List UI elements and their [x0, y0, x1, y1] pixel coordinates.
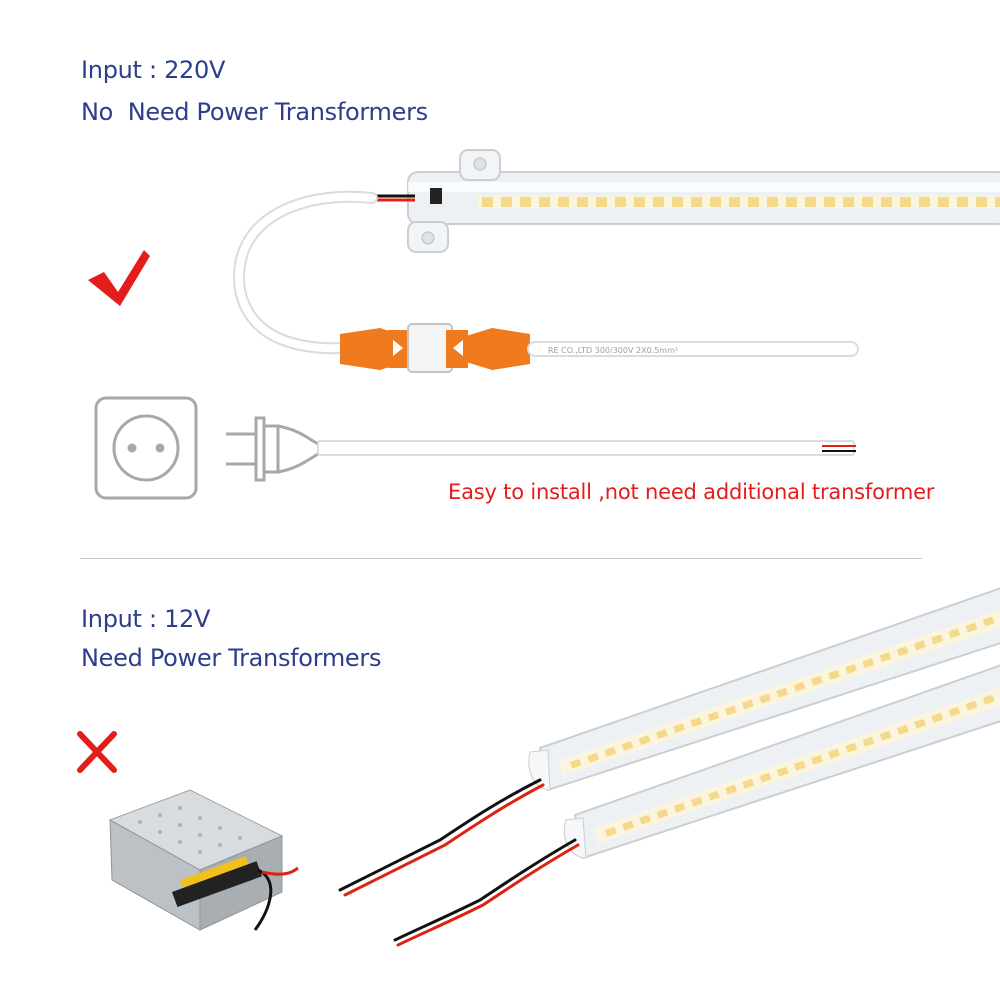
led-chip — [691, 197, 702, 207]
led-chip — [672, 197, 683, 207]
bottom-subtitle: Need Power Transformers — [81, 644, 382, 672]
install-note: Easy to install ,not need additional tra… — [448, 480, 935, 504]
led-chip — [622, 820, 634, 831]
cross-icon — [77, 731, 117, 773]
power-supply-icon — [108, 789, 299, 931]
led-chip — [957, 197, 968, 207]
led-chip — [914, 640, 926, 651]
led-chip — [690, 796, 703, 807]
led-chip — [596, 197, 607, 207]
led-bar-12v-lower — [563, 664, 1000, 860]
bottom-input-label: Input : 12V — [81, 605, 211, 633]
led-chip — [742, 699, 754, 710]
led-chip — [482, 197, 493, 207]
plug-icon — [226, 416, 321, 482]
led-chip — [948, 628, 961, 639]
led-chip — [919, 197, 930, 207]
led-chip — [725, 784, 737, 795]
led-chip — [976, 197, 987, 207]
led-chip — [776, 687, 789, 698]
led-chip — [811, 754, 823, 765]
led-chip — [896, 646, 909, 657]
led-chip — [845, 664, 857, 674]
led-chip — [982, 616, 995, 627]
led-chip — [539, 197, 550, 207]
top-subtitle: No Need Power Transformers — [81, 98, 428, 126]
led-chip — [577, 197, 588, 207]
led-chip — [879, 652, 892, 663]
led-chip — [673, 802, 686, 813]
led-chip — [982, 694, 995, 705]
top-input-label: Input : 220V — [81, 56, 226, 84]
led-chip — [707, 711, 720, 722]
wall-socket-icon — [94, 396, 198, 500]
led-chip — [634, 197, 645, 207]
led-chip — [742, 778, 755, 789]
led-chip — [938, 197, 949, 207]
led-chip — [759, 693, 771, 704]
led-chip — [605, 826, 617, 837]
led-chip — [965, 700, 978, 711]
led-chip — [914, 718, 926, 729]
led-chip — [759, 772, 772, 783]
led-chip — [881, 197, 892, 207]
led-chip — [621, 740, 634, 751]
led-chip — [710, 197, 721, 207]
led-chip — [615, 197, 626, 207]
led-chip — [690, 717, 703, 728]
led-chip — [793, 760, 806, 771]
led-bar-12v-illustration — [77, 587, 1000, 947]
led-chip — [845, 742, 858, 753]
led-chip — [570, 758, 582, 769]
led-chip — [639, 814, 652, 825]
led-chip — [656, 729, 668, 740]
led-chip — [724, 705, 737, 716]
led-chip — [776, 766, 789, 777]
led-chip — [810, 675, 823, 686]
led-chip — [558, 197, 569, 207]
led-chip — [793, 681, 806, 692]
led-chip — [638, 735, 651, 745]
led-chip — [900, 197, 911, 207]
led-chip — [843, 197, 854, 207]
led-chip — [931, 712, 944, 723]
led-chip — [824, 197, 835, 207]
led-chip — [862, 197, 873, 207]
led-chip — [673, 723, 685, 734]
led-chip — [653, 197, 664, 207]
led-chip — [786, 197, 797, 207]
led-chip — [708, 790, 720, 801]
led-chip — [948, 706, 961, 717]
led-bar-12v-upper — [528, 587, 1000, 792]
led-chip — [931, 634, 943, 645]
led-chip — [767, 197, 778, 207]
led-chip — [656, 808, 669, 819]
led-chip — [896, 724, 909, 735]
led-chip — [828, 669, 840, 680]
led-chip — [805, 197, 816, 207]
led-chip — [501, 197, 512, 207]
led-chip — [587, 752, 599, 763]
led-chip — [520, 197, 531, 207]
led-chip — [729, 197, 740, 207]
svg-text:RE CO.,LTD 300/300V 2X0.5mm: RE CO.,LTD 300/300V 2X0.5mm² — [548, 346, 678, 355]
led-chip — [879, 730, 892, 741]
led-chip — [862, 658, 875, 668]
section-divider — [80, 558, 922, 559]
led-bar-220v-illustration: RE CO.,LTD 300/300V 2X0.5mm² — [88, 149, 1000, 500]
check-icon — [88, 250, 150, 306]
led-chip — [995, 197, 1000, 207]
led-chip — [748, 197, 759, 207]
led-chip — [965, 622, 978, 633]
led-chip — [862, 736, 875, 747]
orange-connector — [340, 323, 530, 373]
led-bar-220v — [407, 149, 1000, 253]
led-chip — [604, 746, 617, 757]
led-chip — [828, 748, 840, 759]
